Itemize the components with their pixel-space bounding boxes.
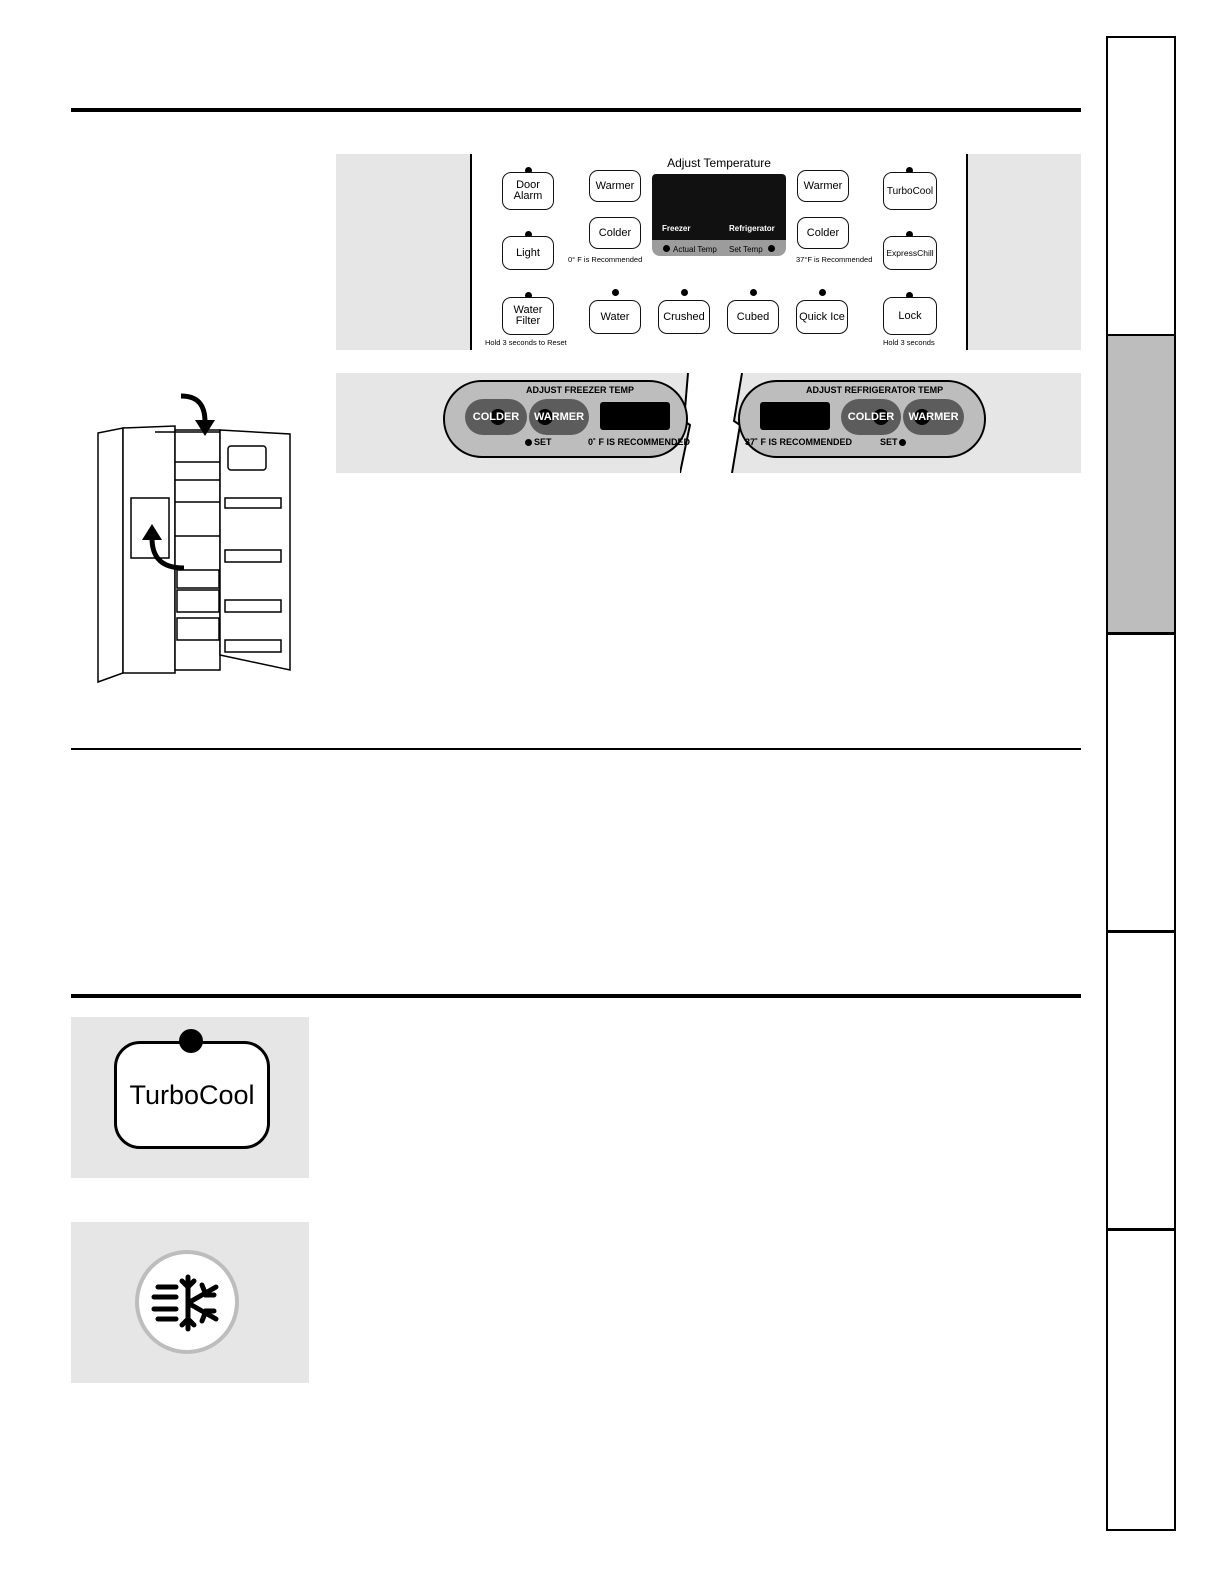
hold-lock-note: Hold 3 seconds (883, 338, 935, 347)
lock-button[interactable]: Lock (883, 297, 937, 335)
light-indicator (525, 231, 532, 238)
turbocool-large-button: TurboCool (114, 1041, 270, 1149)
freezer-warmer-label: WARMER (533, 411, 585, 423)
freezer-colder-label: COLDER (472, 411, 520, 423)
panel-side-left (336, 154, 470, 350)
quick-ice-button[interactable]: Quick Ice (796, 300, 848, 334)
quick-ice-indicator (819, 289, 826, 296)
temperature-display (652, 174, 786, 244)
fridge-warmer-dot (914, 409, 930, 425)
expresschill-snowflake-icon (151, 1274, 219, 1332)
display-freezer-label: Freezer (662, 224, 691, 233)
set-temp-label: Set Temp (729, 245, 763, 254)
section-rule-middle (71, 748, 1081, 750)
arrow-up-icon (142, 524, 185, 571)
side-tab-5[interactable] (1108, 1230, 1174, 1529)
fridge-colder-pill[interactable]: COLDER (841, 399, 901, 435)
freezer-recommended-note: 0° F is Recommended (568, 255, 643, 264)
fridge-colder-label: COLDER (847, 411, 895, 423)
fridge-recommended-label: 37˚ F IS RECOMMENDED (745, 437, 853, 447)
refrigerator-illustration (97, 425, 291, 684)
water-button[interactable]: Water (589, 300, 641, 334)
side-tab-3[interactable] (1108, 634, 1174, 933)
water-indicator (612, 289, 619, 296)
display-refrigerator-label: Refrigerator (729, 224, 775, 233)
freezer-warmer-pill[interactable]: WARMER (529, 399, 589, 435)
turbocool-large-label: TurboCool (129, 1079, 255, 1110)
crushed-indicator (681, 289, 688, 296)
freezer-colder-dot (490, 409, 506, 425)
freezer-warmer-dot (537, 409, 553, 425)
turbocool-indicator (906, 167, 913, 174)
fridge-set-dot (899, 439, 906, 446)
freezer-pod-title: ADJUST FREEZER TEMP (526, 385, 635, 395)
light-button[interactable]: Light (502, 236, 554, 270)
side-tab-4[interactable] (1108, 932, 1174, 1231)
fridge-recommended-note: 37°F is Recommended (796, 255, 873, 264)
crushed-button[interactable]: Crushed (658, 300, 710, 334)
expresschill-indicator (906, 231, 913, 238)
turbocool-large-indicator (179, 1029, 203, 1053)
door-alarm-button[interactable]: Door Alarm (502, 172, 554, 210)
freezer-set-dot (525, 439, 532, 446)
panel-side-right (968, 154, 1081, 350)
fridge-pod-title: ADJUST REFRIGERATOR TEMP (806, 385, 944, 395)
arrow-down-icon (180, 393, 215, 436)
actual-temp-label: Actual Temp (673, 245, 717, 254)
actual-temp-dot (663, 245, 670, 252)
freezer-colder-pill[interactable]: COLDER (465, 399, 527, 435)
section-rule-top (71, 108, 1081, 112)
section-rule-lower (71, 994, 1081, 998)
display-legend-strip (652, 240, 786, 256)
turbocool-button[interactable]: TurboCool (883, 172, 937, 210)
freezer-set-label: SET (534, 437, 552, 447)
freezer-colder-button[interactable]: Colder (589, 217, 641, 249)
fridge-warmer-pill[interactable]: WARMER (903, 399, 964, 435)
fridge-colder-dot (873, 409, 889, 425)
hold-reset-note: Hold 3 seconds to Reset (485, 338, 567, 347)
cubed-button[interactable]: Cubed (727, 300, 779, 334)
cubed-indicator (750, 289, 757, 296)
freezer-recommended-label: 0˚ F IS RECOMMENDED (588, 437, 691, 447)
side-tab-strip (1106, 36, 1176, 1531)
fridge-warmer-button[interactable]: Warmer (797, 170, 849, 202)
fridge-colder-button[interactable]: Colder (797, 217, 849, 249)
fridge-set-label: SET (880, 437, 898, 447)
freezer-warmer-button[interactable]: Warmer (589, 170, 641, 202)
water-filter-button[interactable]: Water Filter (502, 297, 554, 335)
panel-title: Adjust Temperature (667, 156, 771, 170)
fridge-pod-display (760, 402, 830, 430)
fridge-warmer-label: WARMER (908, 411, 959, 423)
door-alarm-indicator (525, 167, 532, 174)
expresschill-button[interactable]: ExpressChill (883, 236, 937, 270)
lock-indicator (906, 292, 913, 299)
water-filter-indicator (525, 292, 532, 299)
side-tab-1[interactable] (1108, 38, 1174, 337)
set-temp-dot (768, 245, 775, 252)
freezer-pod-display (600, 402, 670, 430)
side-tab-2[interactable] (1108, 336, 1174, 635)
